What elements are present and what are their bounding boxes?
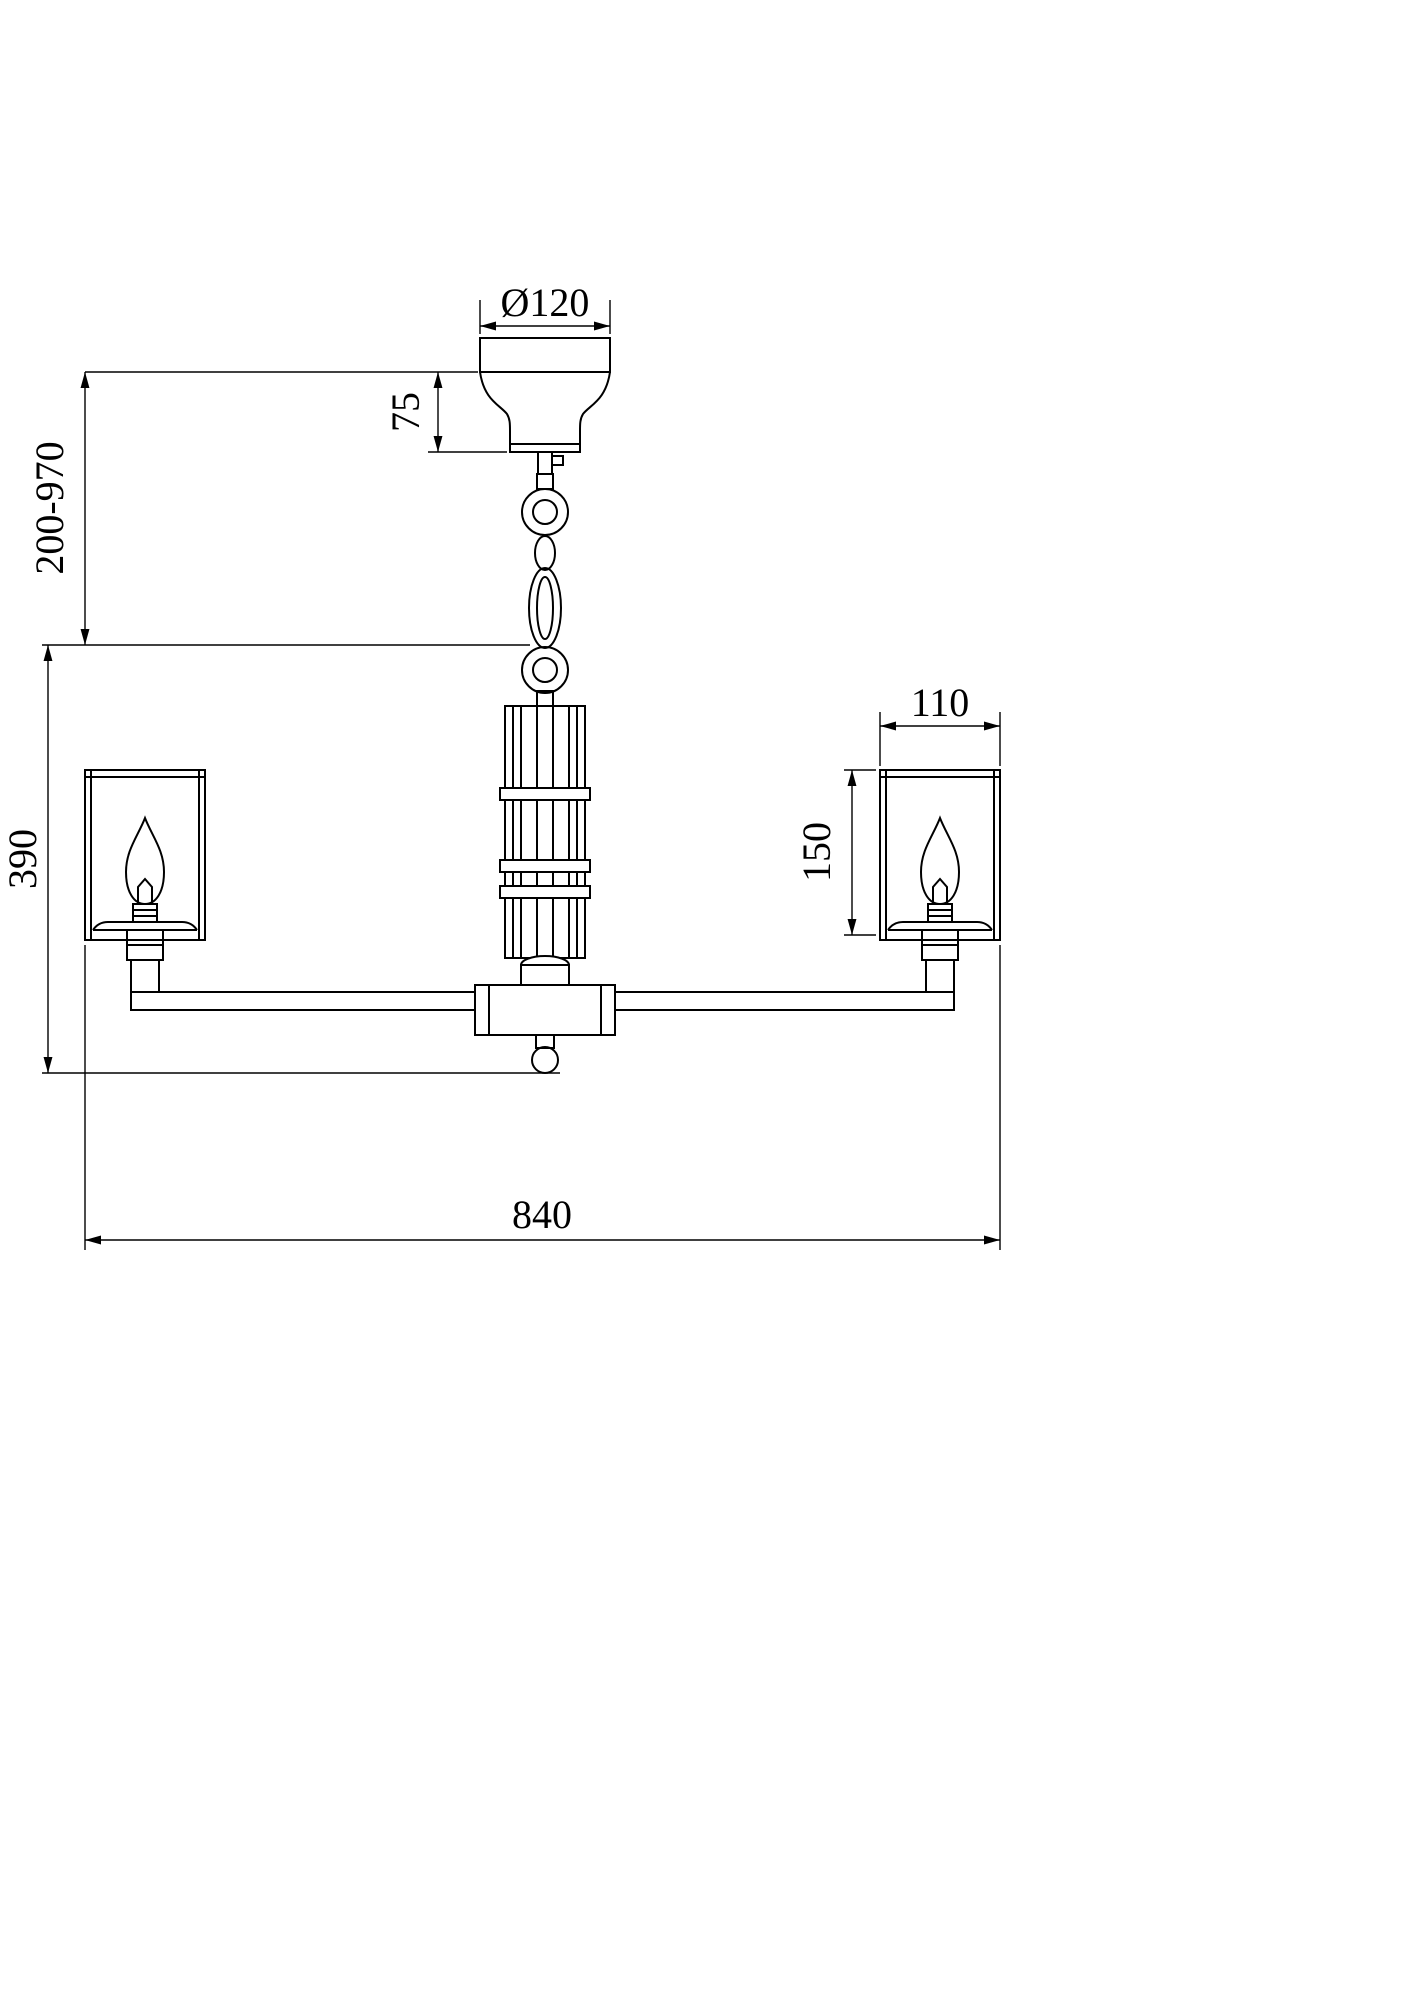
left-bulb-screw <box>132 903 158 923</box>
right-lamp <box>879 769 1001 961</box>
finial-ball <box>531 1046 559 1074</box>
center-column <box>499 690 591 986</box>
left-bulb-filament <box>137 877 153 904</box>
hanging-ring-top-outer <box>521 488 569 536</box>
dim-canopy-height: 75 <box>85 371 507 453</box>
label-suspension-range: 200-970 <box>27 441 72 574</box>
canopy-bell <box>479 371 611 445</box>
left-lamp <box>84 769 206 961</box>
right-socket <box>921 929 959 961</box>
right-arm-riser <box>925 959 955 993</box>
label-shade-width: 110 <box>911 680 970 725</box>
canopy-set-screw <box>551 455 564 466</box>
dim-suspension-range: 200-970 <box>27 372 530 646</box>
left-arm-bar <box>130 991 476 1011</box>
canopy-stem <box>537 451 553 475</box>
right-shade-outline <box>879 769 1001 941</box>
left-bobeche-dish <box>92 921 198 931</box>
chain-link-large-outer <box>528 567 562 649</box>
left-bobeche <box>92 921 198 931</box>
dim-canopy-diameter: Ø120 <box>479 280 611 334</box>
hub-body <box>474 984 616 1036</box>
hanging-ring-bottom-outer <box>521 646 569 694</box>
column-band <box>499 787 591 801</box>
right-bulb-filament <box>932 877 948 904</box>
label-body-height: 390 <box>0 829 45 889</box>
dim-shade-height: 150 <box>794 769 876 936</box>
left-arm <box>130 959 476 1011</box>
column-bottom-collar <box>520 964 570 986</box>
right-arm-bar <box>614 991 955 1011</box>
dim-shade-width: 110 <box>879 680 1001 766</box>
right-bulb-glass <box>919 815 961 906</box>
right-bobeche-dish <box>887 921 993 931</box>
hanging-ring-bottom-inner <box>532 657 558 683</box>
suspension-chain <box>521 473 569 694</box>
right-bulb-base <box>927 903 953 923</box>
chain-collar <box>536 473 554 490</box>
hanging-ring-top-inner <box>532 499 558 525</box>
left-candle-bulb <box>124 815 166 906</box>
left-shade-outline <box>84 769 206 941</box>
right-glass-shade <box>879 769 1001 941</box>
column-body <box>504 705 586 959</box>
canopy-bottom-band <box>509 443 581 453</box>
center-hub <box>474 984 616 1036</box>
left-bulb-glass <box>124 815 166 906</box>
dim-overall-width: 840 <box>84 945 1001 1250</box>
label-canopy-height: 75 <box>383 392 428 432</box>
right-arm <box>614 959 955 1011</box>
right-bobeche <box>887 921 993 931</box>
label-canopy-diameter: Ø120 <box>501 280 590 325</box>
ceiling-canopy <box>479 337 611 475</box>
label-shade-height: 150 <box>794 822 839 882</box>
left-socket <box>126 929 164 961</box>
right-bulb-screw <box>927 903 953 923</box>
right-candle-bulb <box>919 815 961 906</box>
label-overall-width: 840 <box>512 1192 572 1237</box>
left-glass-shade <box>84 769 206 941</box>
left-arm-riser <box>130 959 160 993</box>
chain-link-small <box>534 535 556 571</box>
canopy-top-plate <box>479 337 611 373</box>
left-bulb-base <box>132 903 158 923</box>
dimensions: Ø120 75 200-970 390 110 <box>0 280 1001 1250</box>
chain-link-large-inner <box>536 576 554 640</box>
column-band <box>499 859 591 873</box>
finial <box>531 1034 559 1074</box>
column-band <box>499 885 591 899</box>
dim-body-height: 390 <box>0 645 560 1074</box>
